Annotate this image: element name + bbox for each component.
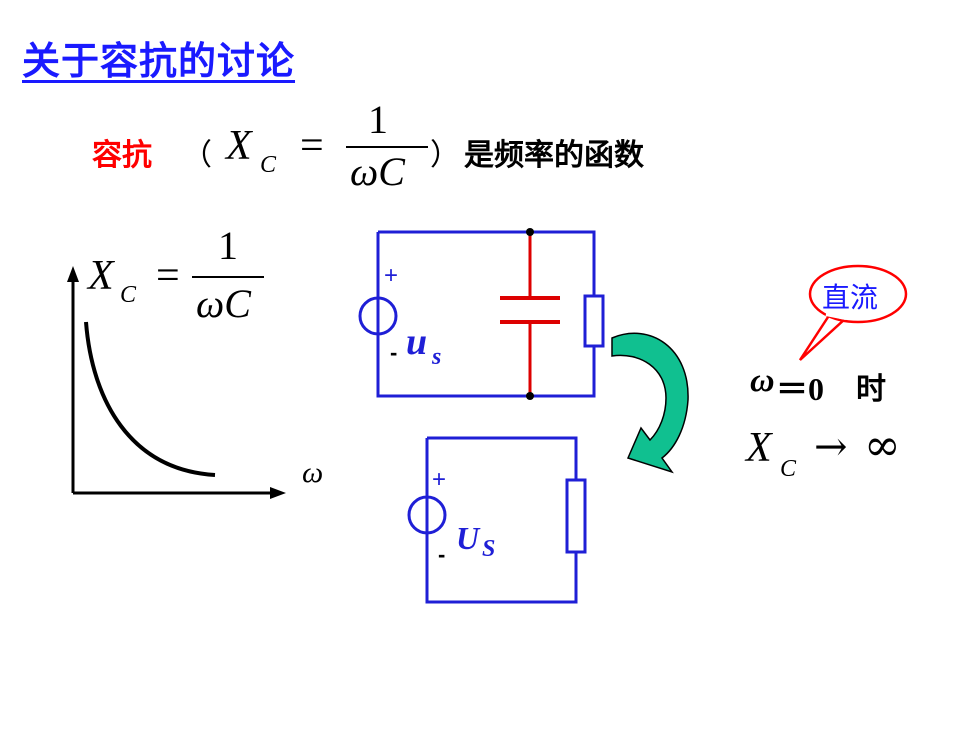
graph-axes bbox=[67, 266, 286, 499]
reactance-curve bbox=[84, 321, 216, 477]
graph-numerator: 1 bbox=[218, 223, 238, 268]
open-paren: （ bbox=[182, 138, 212, 173]
graph-equals: = bbox=[156, 253, 180, 299]
intro-equals: = bbox=[300, 123, 324, 169]
intro-fraction-bar bbox=[346, 146, 428, 148]
top-source-label: u bbox=[406, 321, 428, 363]
condition-x: X bbox=[746, 425, 772, 471]
condition-omega: ω bbox=[750, 362, 775, 399]
intro-symbol-sub: C bbox=[260, 152, 277, 178]
close-paren: ） bbox=[430, 138, 460, 173]
top-source-sub: s bbox=[432, 344, 442, 370]
bottom-source-plus: + bbox=[432, 466, 447, 493]
bottom-source-minus: - bbox=[438, 542, 446, 567]
graph-x-label: ω bbox=[302, 456, 324, 489]
top-source-minus: - bbox=[390, 340, 398, 365]
top-circuit bbox=[358, 228, 605, 400]
graph-y-label-sub: C bbox=[120, 282, 137, 308]
condition-arrow-icon: → bbox=[814, 424, 848, 470]
condition-infinity: ∞ bbox=[864, 420, 901, 471]
top-source-plus: + bbox=[384, 262, 399, 289]
bottom-circuit bbox=[407, 436, 587, 604]
callout-bubble bbox=[798, 264, 908, 361]
bottom-source-label: U bbox=[456, 520, 480, 556]
page-title: 关于容抗的讨论 bbox=[22, 39, 296, 83]
intro-denominator: ωC bbox=[350, 149, 405, 194]
intro-line: 容抗 （ X C = 1 ωC ） 是频率的函数 bbox=[92, 97, 712, 208]
graph-fraction-bar bbox=[192, 276, 264, 278]
condition-when: 时 bbox=[856, 372, 886, 407]
intro-numerator: 1 bbox=[368, 97, 388, 142]
intro-rest: 是频率的函数 bbox=[464, 138, 644, 173]
condition-sub: C bbox=[780, 456, 797, 482]
graph-y-label-x: X bbox=[88, 253, 114, 299]
term-label: 容抗 bbox=[92, 138, 152, 173]
condition-equals-zero: ＝0 bbox=[776, 371, 825, 407]
callout-text: 直流 bbox=[822, 281, 879, 314]
graph-denominator: ωC bbox=[196, 281, 251, 326]
curved-arrow-icon bbox=[611, 332, 689, 474]
intro-symbol-x: X bbox=[226, 123, 252, 169]
bottom-source-sub: S bbox=[482, 536, 496, 562]
